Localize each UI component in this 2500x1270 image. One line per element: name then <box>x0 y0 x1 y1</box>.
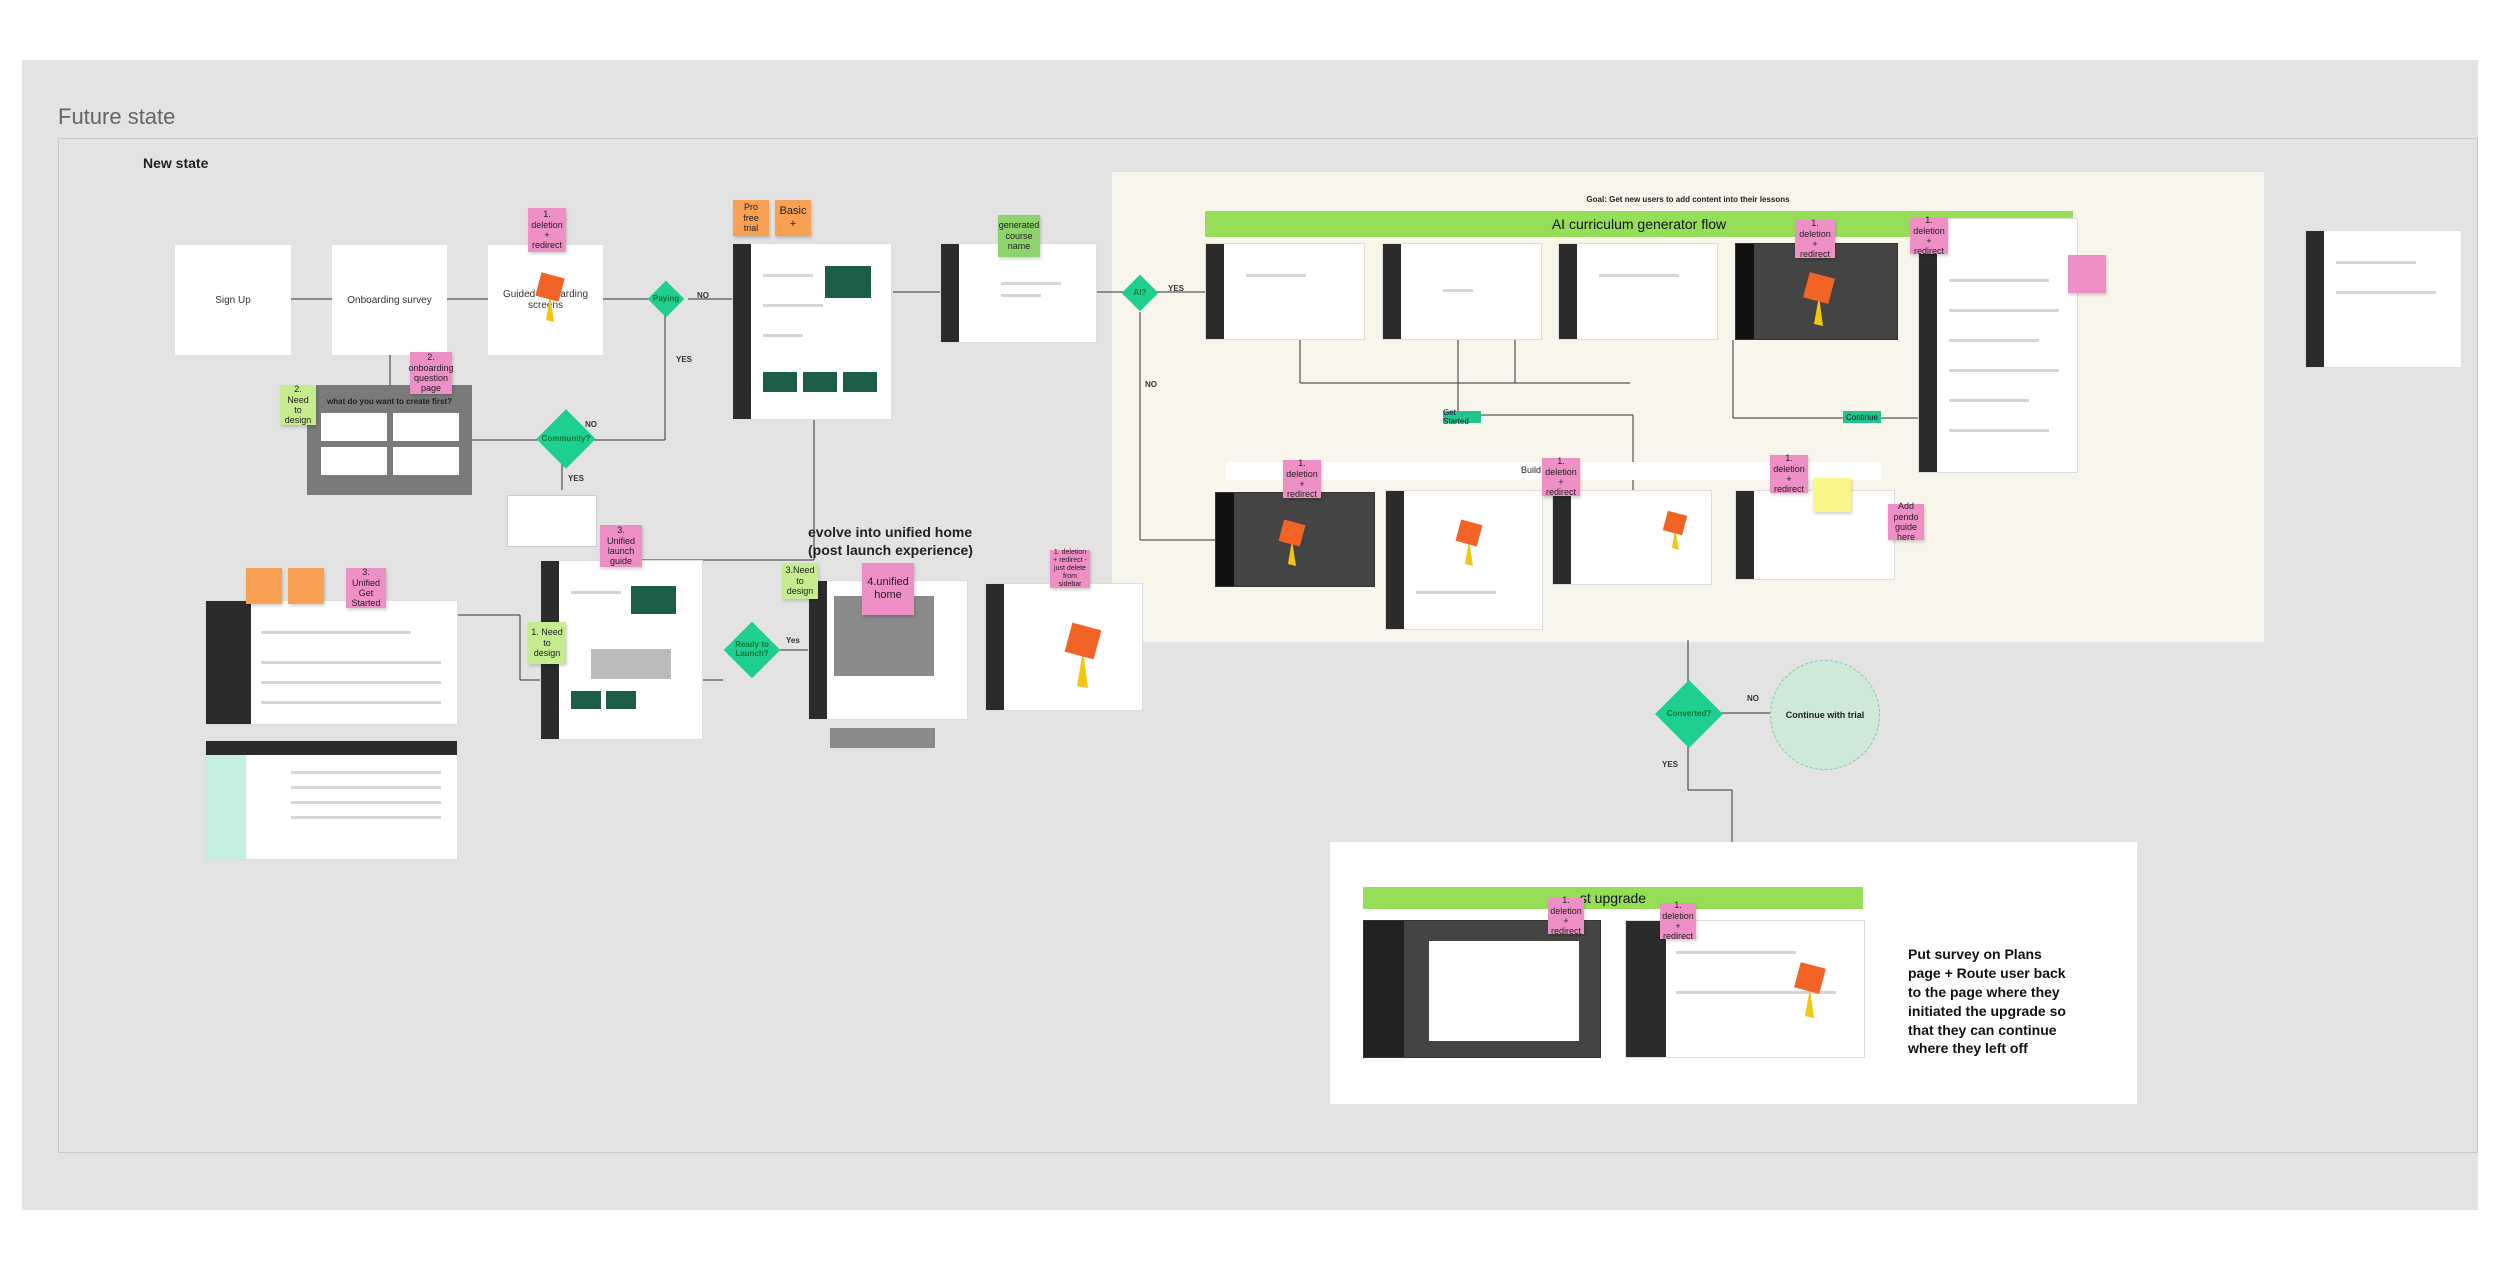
guided-screens-box: Guided onboarding screens <box>488 245 603 355</box>
future-state-inner-frame <box>58 138 2478 1153</box>
section-title: New state <box>143 155 209 171</box>
goal-heading: Goal: Get new users to add content into … <box>1586 195 1790 204</box>
sticky-unified-get-started: 3. Unified Get Started <box>346 567 386 608</box>
edge-label: YES <box>676 355 693 364</box>
curriculum-screenshot <box>1918 218 2078 473</box>
sticky-deletion-redirect: 1. deletion + redirect <box>1660 900 1696 941</box>
sticky-basic-plus: Basic + <box>775 200 811 236</box>
onboarding-survey-box: Onboarding survey <box>332 245 447 355</box>
sticky-unified-launch-guide: 3. Unified launch guide <box>600 525 642 567</box>
upgrade-screenshot <box>1363 920 1601 1058</box>
route-text: Put survey on Plans page + Route user ba… <box>1908 946 2066 1057</box>
get-started-tag: Get Started <box>1443 408 1481 426</box>
evolve-heading: evolve into unified home (post launch ex… <box>808 524 973 559</box>
unified-home-footer <box>830 728 935 748</box>
right-screenshot <box>2305 230 2462 368</box>
sticky-orange-note <box>246 568 282 604</box>
sad-face-icon <box>1060 620 1106 690</box>
sticky-deletion-redirect: 1. deletion + redirect <box>1910 215 1948 256</box>
ai-step-screenshot <box>1558 243 1718 340</box>
create-first-panel: what do you want to create first? <box>307 385 472 495</box>
sticky-need-to-design: 3.Need to design <box>782 563 818 599</box>
continue-tag: Continue <box>1843 411 1881 423</box>
edge-label: NO <box>697 291 709 300</box>
option-card[interactable] <box>321 413 387 441</box>
sad-face-icon <box>532 270 568 325</box>
sticky-note <box>1813 478 1851 512</box>
sticky-deletion-redirect: 1. deletion + redirect <box>1283 458 1321 499</box>
article-screenshot <box>205 740 458 860</box>
edge-label: NO <box>1145 380 1157 389</box>
edge-label: NO <box>585 420 597 429</box>
build-screenshot <box>1552 490 1712 585</box>
sticky-need-to-design: 2. Need to design <box>280 384 316 425</box>
upgrade-bar: st upgrade <box>1363 887 1863 909</box>
sad-face-icon <box>1790 960 1830 1020</box>
community-label: Community? <box>541 433 591 443</box>
get-started-screenshot <box>205 600 458 725</box>
sidebar-delete-screenshot <box>985 583 1143 711</box>
sticky-orange-note <box>288 568 324 604</box>
paying-label: Paying <box>652 293 680 303</box>
sticky-need-to-design: 1. Need to design <box>528 622 566 664</box>
frame-title: Future state <box>58 104 176 129</box>
option-card[interactable] <box>321 447 387 475</box>
sticky-add-pendo: Add pendo guide here <box>1888 501 1924 542</box>
sticky-unified-home: 4.unified home <box>862 563 914 615</box>
converted-label: Converted? <box>1666 708 1712 718</box>
create-first-label: what do you want to create first? <box>327 397 452 406</box>
build-screenshot <box>1385 490 1543 630</box>
edge-label: YES <box>1168 284 1185 293</box>
ai-step-screenshot <box>1382 243 1542 340</box>
sad-face-icon <box>1275 518 1309 568</box>
option-card[interactable] <box>393 413 459 441</box>
option-card[interactable] <box>393 447 459 475</box>
sticky-pendo <box>2068 255 2106 293</box>
sad-face-icon <box>1452 518 1486 568</box>
sticky-deletion-redirect: 1. deletion + redirect <box>1795 218 1835 259</box>
edge-label: YES <box>1662 760 1679 769</box>
sad-face-icon <box>1660 510 1690 552</box>
sticky-delete-sidebar: 1. deletion + redirect - just delete fro… <box>1050 549 1090 588</box>
sticky-deletion-redirect: 1. deletion + redirect <box>1770 453 1808 494</box>
ai-step-screenshot <box>1205 243 1365 340</box>
edge-label: NO <box>1747 694 1759 703</box>
sign-up-box: Sign Up <box>175 245 291 355</box>
sad-face-icon <box>1800 270 1838 328</box>
edge-label: YES <box>568 474 585 483</box>
sticky-generated-course-name: generated course name <box>998 215 1040 257</box>
plans-screenshot <box>1625 920 1865 1058</box>
sticky-deletion-redirect: 1. deletion + redirect <box>528 208 566 252</box>
sticky-deletion-redirect: 1. deletion + redirect <box>1542 456 1580 497</box>
build-label: Build <box>1521 465 1542 475</box>
course-name-screenshot <box>940 243 1097 343</box>
ai-label: AI? <box>1133 287 1147 297</box>
continue-trial-circle: Continue with trial <box>1770 660 1880 770</box>
sticky-deletion-redirect: 1. deletion + redirect <box>1548 895 1584 936</box>
sticky-pro-free-trial: Pro free trial <box>733 200 769 236</box>
community-result-box <box>507 495 597 547</box>
dashboard-screenshot <box>732 243 892 420</box>
sticky-onboarding-question: 2. onboarding question page <box>408 352 454 394</box>
ready-label: Ready to Launch? <box>735 640 769 658</box>
edge-label: Yes <box>786 636 800 645</box>
